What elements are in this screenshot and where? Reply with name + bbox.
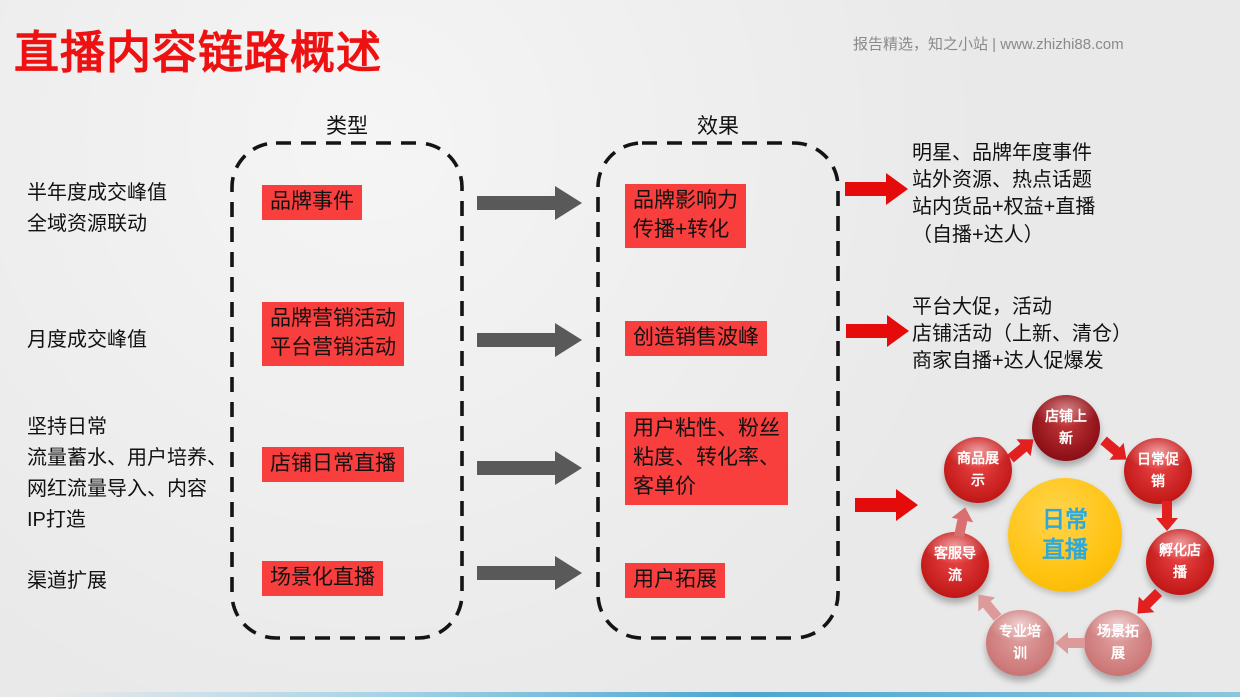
cycle-node-label: 孵化店播 xyxy=(1159,542,1201,580)
cycle-node: 店铺上新 xyxy=(1032,395,1100,461)
cycle-node: 孵化店播 xyxy=(1146,529,1214,595)
flow-arrow-icon xyxy=(477,451,582,485)
cycle-node-label: 店铺上新 xyxy=(1045,408,1087,446)
type-box: 店铺日常直播 xyxy=(262,447,404,482)
cycle-arrow-icon xyxy=(1007,439,1034,463)
effect-column-dashed-box xyxy=(596,141,840,640)
flow-arrow-icon xyxy=(477,186,582,220)
type-box: 品牌营销活动 平台营销活动 xyxy=(262,302,404,366)
type-box: 场景化直播 xyxy=(262,561,383,596)
effect-box: 品牌影响力 传播+转化 xyxy=(625,184,746,248)
cycle-arrow-icon xyxy=(1100,436,1127,460)
cycle-arrow-icon xyxy=(951,507,974,538)
page-title: 直播内容链路概述 xyxy=(14,27,383,78)
flow-arrow-icon xyxy=(477,323,582,357)
row-label: 半年度成交峰值 全域资源联动 xyxy=(27,182,167,235)
type-box: 品牌事件 xyxy=(262,185,362,220)
flow-arrow-icon xyxy=(477,556,582,590)
cycle-arrow-icon xyxy=(1055,632,1085,654)
row-label: 坚持日常 流量蓄水、用户培养、 网红流量导入、内容 IP打造 xyxy=(27,416,227,531)
cycle-node: 场景拓展 xyxy=(1084,610,1152,676)
cycle-node: 日常促销 xyxy=(1124,438,1192,504)
result-arrow-icon xyxy=(845,173,908,205)
cycle-node-label: 专业培训 xyxy=(999,623,1041,661)
effect-box: 创造销售波峰 xyxy=(625,321,767,356)
effect-box: 用户粘性、粉丝 粘度、转化率、 客单价 xyxy=(625,412,788,505)
cycle-node-label: 日常促销 xyxy=(1137,451,1179,489)
result-text: 平台大促，活动 店铺活动（上新、清仓） 商家自播+达人促爆发 xyxy=(912,296,1132,373)
cycle-node: 商品展示 xyxy=(944,437,1012,503)
cycle-arrow-icon xyxy=(978,594,1002,621)
cycle-arrow-icon xyxy=(1137,588,1163,614)
row-label: 渠道扩展 xyxy=(27,570,107,592)
watermark-text: 报告精选，知之小站 | www.zhizhi88.com xyxy=(853,36,1124,53)
row-label: 月度成交峰值 xyxy=(27,329,147,351)
cycle-center-circle: 日常 直播 xyxy=(1008,478,1122,592)
cycle-node-label: 商品展示 xyxy=(957,450,999,488)
cycle-arrow-icon xyxy=(1156,501,1178,531)
cycle-node-label: 客服导流 xyxy=(934,545,976,583)
column-header-effect: 效果 xyxy=(697,115,739,138)
cycle-node: 客服导流 xyxy=(921,532,989,598)
column-header-type: 类型 xyxy=(326,115,368,138)
cycle-node: 专业培训 xyxy=(986,610,1054,676)
bottom-accent-bar xyxy=(0,692,1240,697)
type-column-dashed-box xyxy=(230,141,464,640)
result-arrow-icon xyxy=(846,315,909,347)
result-text: 明星、品牌年度事件 站外资源、热点话题 站内货品+权益+直播 （自播+达人） xyxy=(912,142,1096,246)
effect-box: 用户拓展 xyxy=(625,563,725,598)
cycle-node-label: 场景拓展 xyxy=(1097,623,1139,661)
result-arrow-icon xyxy=(855,489,918,521)
